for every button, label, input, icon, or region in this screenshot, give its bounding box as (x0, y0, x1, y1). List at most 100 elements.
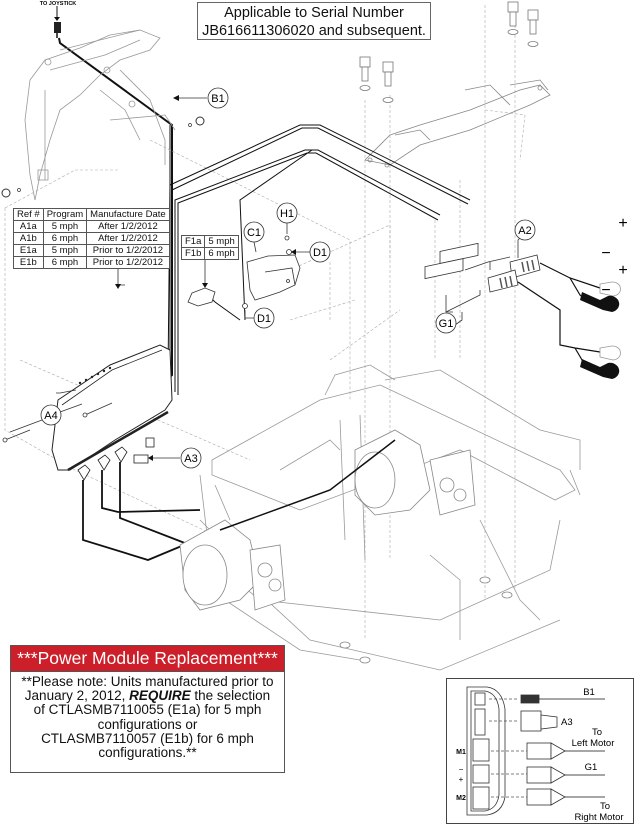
callout-d1-top: D1 (291, 241, 331, 263)
inset-m1-label: M1 (456, 749, 466, 756)
battery-leads (517, 262, 601, 371)
serial-note-line1: Applicable to Serial Number (224, 5, 404, 21)
inset-a3-label: A3 (561, 717, 573, 728)
inset-plus-label: + (459, 775, 464, 784)
inset-right-motor-to: To (600, 801, 610, 812)
connector-pinout-inset: B1 A3 To Left Motor G1 To Right Motor M1… (446, 678, 634, 824)
cell-program: 6 mph (42, 232, 88, 245)
knob (1, 116, 205, 198)
cell-program: 5 mph (42, 244, 88, 257)
table-row: E1b 6 mph Prior to 1/2/2012 (13, 256, 170, 269)
inset-m2-label: M2 (456, 795, 466, 802)
callout-a4: A4 (9, 403, 83, 433)
callout-b1-label: B1 (211, 93, 224, 105)
header-ref: Ref # (13, 208, 44, 221)
fuse-reference-table: F1a 5 mph F1b 6 mph (180, 235, 239, 260)
power-module-replacement-notice: ***Power Module Replacement*** **Please … (10, 645, 285, 773)
right-motor (354, 429, 476, 516)
g1-leaders (445, 290, 481, 326)
minus-sign-top: − (601, 245, 610, 262)
table-row: A1a 5 mph After 1/2/2012 (13, 220, 170, 233)
screws (242, 235, 292, 309)
f1-fuse-module (187, 287, 216, 307)
cell-ref: F1a (180, 235, 206, 248)
cell-date: Prior to 1/2/2012 (86, 256, 170, 269)
notice-body: **Please note: Units manufactured prior … (11, 672, 284, 760)
notice-line2-pre: January 2, 2012, (24, 688, 130, 704)
plus-sign-bottom: + (618, 262, 627, 279)
inset-drawing: B1 A3 To Left Motor G1 To Right Motor M1… (456, 686, 624, 823)
table-row: A1b 6 mph After 1/2/2012 (13, 232, 170, 245)
inset-b1-label: B1 (583, 687, 595, 698)
joystick-connector (54, 6, 61, 38)
cell-ref: A1b (13, 232, 44, 245)
motor-cable-right (219, 439, 396, 531)
inset-left-motor-to: To (592, 727, 602, 738)
cell-ref: E1a (13, 244, 44, 257)
cell-ref: A1a (13, 220, 44, 233)
left-motor (179, 519, 286, 611)
cell-date: After 1/2/2012 (86, 220, 170, 233)
inset-wires (539, 698, 605, 798)
minus-sign-bottom: − (601, 282, 610, 299)
callout-c1-label: C1 (247, 227, 261, 239)
callout-b1: B1 (173, 87, 229, 109)
notice-line1: **Please note: Units manufactured prior … (21, 674, 274, 689)
inset-left-motor-label: Left Motor (572, 738, 615, 749)
notice-line3: of CTLASMB7110055 (E1a) for 5 mph (33, 702, 262, 718)
joystick-bracket (24, 29, 176, 201)
to-joystick-label: TO JOYSTICK (40, 1, 77, 7)
notice-line2: January 2, 2012, REQUIRE the selection (15, 689, 280, 703)
seat-mounting-bracket (364, 79, 551, 168)
serial-note-line2: JB616611306020 and subsequent. (202, 23, 426, 39)
cell-ref: E1b (13, 256, 44, 269)
notice-title: ***Power Module Replacement*** (11, 646, 284, 672)
cell-ref: F1b (180, 247, 206, 260)
callout-d1-top-label: D1 (313, 247, 327, 259)
callout-h1-label: H1 (280, 208, 294, 220)
notice-line5: CTLASMB7110057 (E1b) for 6 mph (41, 730, 254, 746)
inset-plugs (520, 694, 566, 806)
inset-minus-label: − (459, 765, 464, 774)
cell-date: After 1/2/2012 (86, 232, 170, 245)
callout-g1: G1 (435, 312, 457, 334)
callout-g1-label: G1 (439, 318, 454, 330)
notice-line2-post: the selection (190, 688, 271, 704)
inset-dashes (489, 698, 527, 798)
a4-screws (2, 402, 113, 443)
cell-program: 6 mph (42, 256, 88, 269)
callout-a3: A3 (180, 447, 202, 469)
table-row: F1a 5 mph (180, 235, 239, 248)
cell-program: 6 mph (204, 247, 239, 260)
callout-d1-bottom: D1 (244, 307, 275, 329)
callout-a2: A2 (514, 219, 536, 241)
header-manufacture-date: Manufacture Date (86, 208, 170, 221)
table-row: F1b 6 mph (180, 247, 239, 260)
cell-program: 5 mph (204, 235, 239, 248)
notice-line4: configurations or (97, 716, 198, 732)
table-row: E1a 5 mph Prior to 1/2/2012 (13, 244, 170, 257)
power-module (51, 344, 173, 481)
c1-cover (246, 254, 301, 301)
plus-sign-top: + (618, 215, 627, 232)
callout-h1: H1 (276, 202, 298, 234)
bolts (359, 1, 539, 103)
inset-g1-label: G1 (585, 762, 598, 773)
callout-c1: C1 (243, 221, 265, 253)
notice-require: REQUIRE (129, 688, 191, 704)
g1-connectors (424, 242, 479, 280)
notice-line6: configurations.** (98, 745, 197, 761)
a3-connector (133, 437, 155, 464)
table-header-row: Ref # Program Manufacture Date (13, 208, 170, 221)
callout-a2-label: A2 (518, 225, 531, 237)
power-module-reference-table: Ref # Program Manufacture Date A1a 5 mph… (13, 208, 170, 269)
callout-d1-bottom-label: D1 (257, 313, 271, 325)
cell-program: 5 mph (42, 220, 88, 233)
module-side-profile (466, 686, 506, 816)
a2-connectors (464, 232, 541, 293)
header-program: Program (42, 208, 88, 221)
nuts (339, 576, 513, 664)
negative-terminal-rings (580, 292, 620, 379)
